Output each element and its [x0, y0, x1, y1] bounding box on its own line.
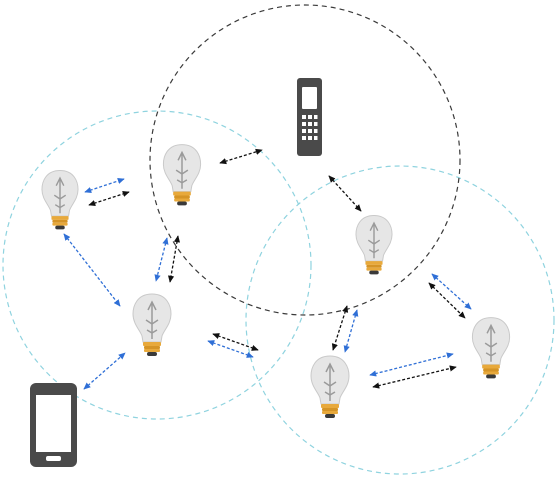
link-blue-arrow	[343, 309, 359, 353]
bulb-2	[162, 143, 202, 207]
link-black-arrow	[428, 282, 466, 319]
bulb-6	[471, 316, 511, 380]
lightbulb-icon	[310, 355, 350, 419]
link-blue-arrow	[83, 352, 126, 390]
link-blue-arrow	[154, 237, 169, 282]
link-black-arrow	[372, 365, 457, 389]
link-black-arrow	[167, 235, 181, 283]
smartphone-icon	[30, 383, 77, 467]
link-black-arrow	[331, 305, 349, 351]
link-blue-arrow	[207, 340, 254, 358]
link-blue-arrow	[63, 233, 121, 307]
range-circle-left	[2, 110, 312, 420]
link-black-arrow	[88, 190, 130, 207]
lightbulb-icon	[132, 293, 172, 357]
link-black-arrow	[219, 148, 263, 165]
bulb-1	[41, 169, 79, 231]
bulb-3	[132, 293, 172, 357]
links-layer	[63, 148, 472, 390]
bulb-4	[355, 214, 393, 276]
lightbulb-icon	[355, 214, 393, 276]
remote-control-icon	[297, 78, 322, 156]
link-black-arrow	[328, 175, 362, 212]
range-circle-remote	[149, 4, 461, 316]
link-black-arrow	[212, 333, 259, 351]
link-blue-arrow	[84, 178, 125, 193]
range-circle-right	[245, 165, 555, 475]
lightbulb-icon	[41, 169, 79, 231]
lightbulb-icon	[162, 143, 202, 207]
lightbulb-icon	[471, 316, 511, 380]
bulb-5	[310, 355, 350, 419]
link-blue-arrow	[369, 352, 454, 377]
